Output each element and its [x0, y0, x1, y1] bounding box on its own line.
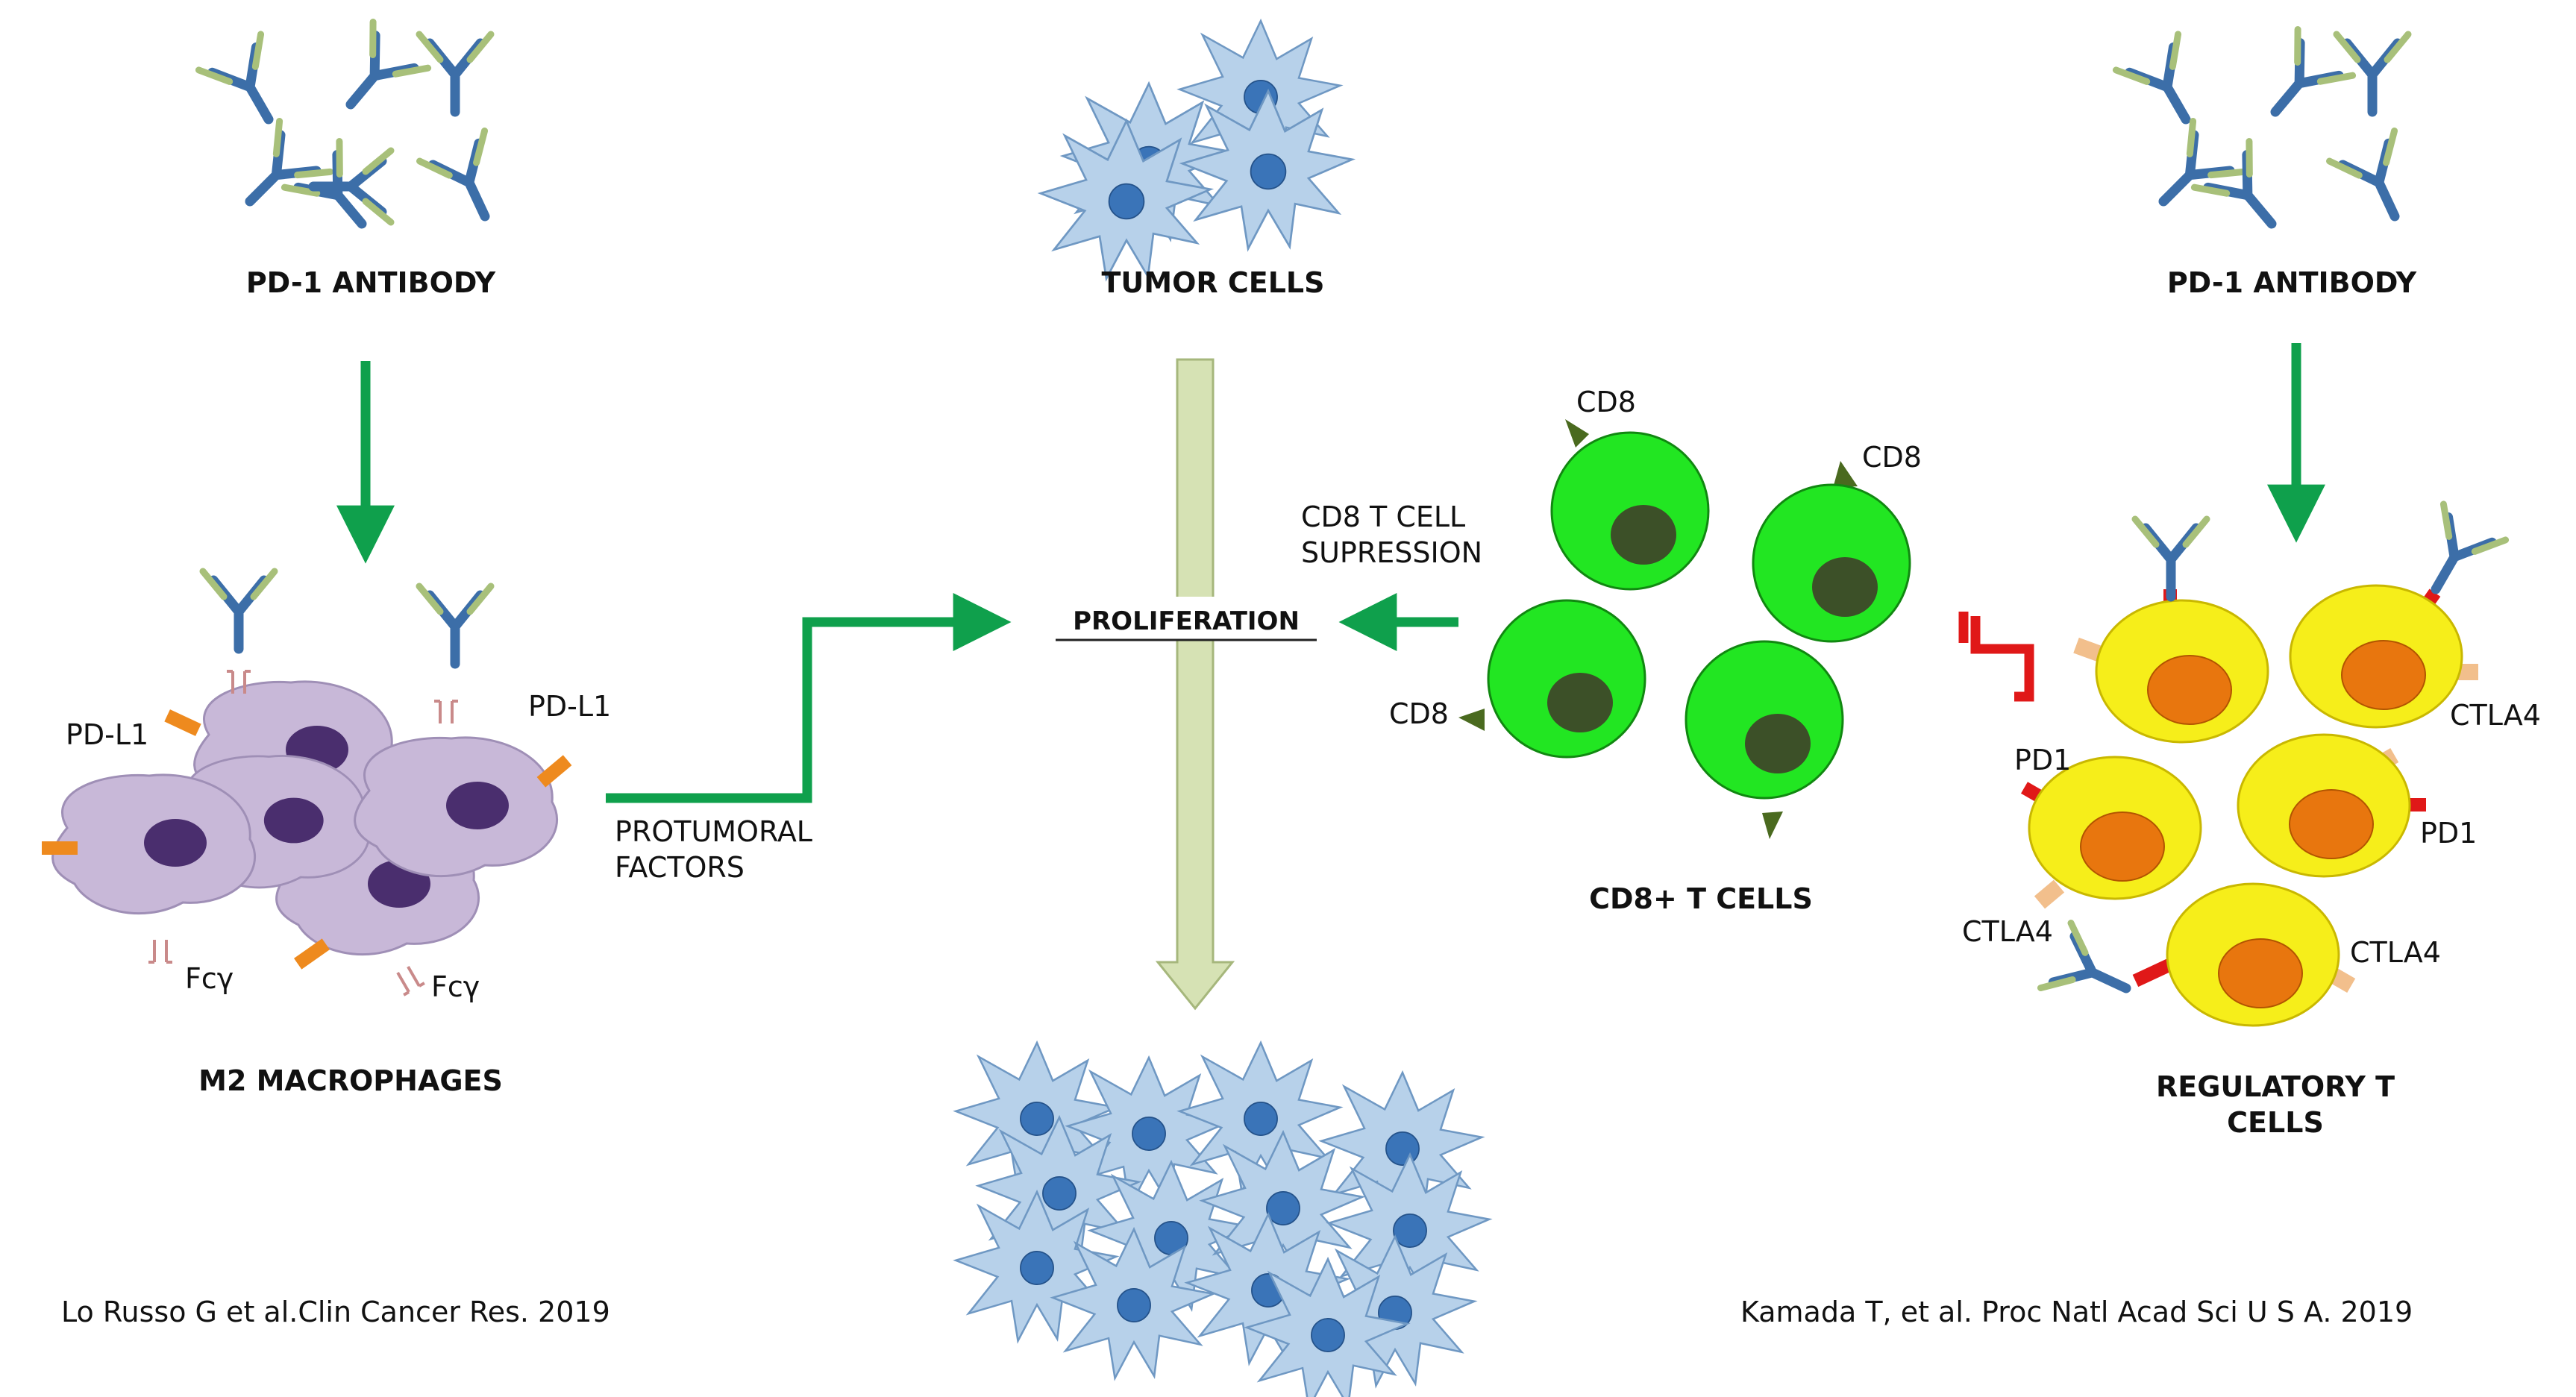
bound-antibody: [203, 571, 275, 649]
fcy-label-right: Fcγ: [431, 970, 480, 1003]
fc-receptor-icon: [433, 700, 460, 725]
bound-antibody: [419, 586, 491, 664]
cd8-suppression-label-line1: CD8 T CELL: [1301, 500, 1465, 533]
cd8-suppression-label-line2: SUPRESSION: [1301, 536, 1482, 569]
cd8-label-a: CD8: [1576, 386, 1636, 418]
cd8-label-b: CD8: [1862, 441, 1922, 474]
right-antibody-cluster: [2116, 29, 2427, 246]
cd8-label-c: CD8: [1389, 697, 1449, 730]
proliferation-label-bg: [1056, 597, 1317, 640]
fcy-label-left: Fcγ: [185, 962, 234, 995]
ctla4-label-a: CTLA4: [2450, 699, 2541, 732]
treg-bound-antibody: [2404, 504, 2505, 607]
macrophage-title: M2 MACROPHAGES: [198, 1064, 503, 1097]
ctla4-receptor: [2073, 637, 2103, 662]
pd1-label-left: PD1: [2014, 744, 2071, 776]
fc-receptor-icon: [391, 962, 426, 996]
right-antibody-title: PD-1 ANTIBODY: [2167, 266, 2417, 299]
tumor-cells-title: TUMOR CELLS: [1101, 266, 1324, 299]
ctla4-receptor: [2034, 879, 2065, 909]
proliferation-label: PROLIFERATION: [1073, 606, 1300, 636]
fc-receptor-icon: [147, 938, 174, 964]
proliferation-arrow: [1155, 358, 1235, 1011]
pdl1-marker: [42, 841, 78, 855]
inhibition-symbol: [1970, 616, 2034, 702]
treg-title-line1: REGULATORY T: [2156, 1070, 2395, 1103]
reference-left: Lo Russo G et al.Clin Cancer Res. 2019: [61, 1296, 610, 1328]
left-antibody-cluster: [198, 22, 517, 246]
pd1-receptor: [2132, 958, 2174, 988]
tumor-cluster-bottom: [954, 1041, 1491, 1397]
protumoral-label-line2: FACTORS: [615, 851, 745, 884]
pdl1-marker: [536, 755, 572, 788]
pdl1-marker: [164, 709, 201, 736]
pdl1-label-left: PD-L1: [66, 718, 148, 751]
protumoral-arrow: [606, 593, 1012, 803]
treg-group: [2020, 584, 2478, 1027]
pdl1-label-right: PD-L1: [528, 690, 611, 723]
pd1-label-right: PD1: [2420, 817, 2477, 850]
ctla4-label-c: CTLA4: [2350, 936, 2441, 969]
reference-right: Kamada T, et al. Proc Natl Acad Sci U S …: [1740, 1296, 2413, 1328]
left-antibody-title: PD-1 ANTIBODY: [246, 266, 496, 299]
treg-title-line2: CELLS: [2227, 1106, 2324, 1139]
tumor-cluster-top: [1039, 19, 1353, 280]
treg-bound-antibody: [2040, 923, 2141, 1021]
ctla4-label-b: CTLA4: [1962, 915, 2053, 948]
treg-bound-antibody: [2135, 519, 2207, 597]
cd8-cells-title: CD8+ T CELLS: [1589, 882, 1813, 915]
protumoral-label-line1: PROTUMORAL: [615, 815, 812, 848]
cd8-cell-group: [1458, 419, 1911, 839]
pdl1-marker: [293, 938, 330, 970]
